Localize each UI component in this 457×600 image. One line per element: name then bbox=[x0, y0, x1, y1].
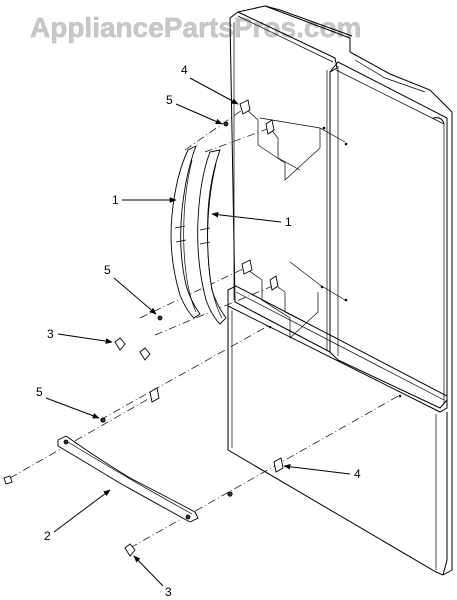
end-cap-bottom bbox=[124, 543, 136, 557]
screw-mid bbox=[157, 315, 163, 321]
end-cap-mid bbox=[114, 337, 151, 361]
callout-1-right: 1 bbox=[211, 211, 292, 229]
screw-top bbox=[223, 121, 229, 127]
callout-label: 2 bbox=[44, 529, 51, 543]
refrigerator-cabinet bbox=[237, 5, 453, 576]
right-french-door bbox=[329, 61, 448, 409]
callout-label: 4 bbox=[354, 467, 361, 481]
callout-label: 3 bbox=[47, 327, 54, 341]
mounting-bracket-low bbox=[149, 387, 160, 403]
door-handle-left bbox=[170, 145, 201, 319]
door-handle-right bbox=[197, 149, 227, 325]
callout-label: 1 bbox=[112, 193, 119, 207]
callout-label: 5 bbox=[166, 93, 173, 107]
mounting-bracket-right bbox=[273, 457, 284, 473]
callout-label: 1 bbox=[285, 215, 292, 229]
end-cap-left bbox=[3, 475, 13, 485]
callout-4-top: 4 bbox=[181, 63, 239, 105]
mounting-bracket-top bbox=[239, 99, 251, 115]
callout-3-mid: 3 bbox=[47, 327, 113, 344]
freezer-drawer bbox=[227, 285, 448, 576]
callout-2-left: 2 bbox=[44, 489, 111, 543]
callout-5-top: 5 bbox=[166, 93, 223, 125]
callout-label: 5 bbox=[36, 385, 43, 399]
callout-5-mid: 5 bbox=[104, 263, 157, 315]
mounting-bracket-mid-2 bbox=[269, 275, 279, 291]
callout-3-bottom: 3 bbox=[133, 555, 172, 599]
callout-1-left: 1 bbox=[112, 193, 177, 207]
callout-label: 3 bbox=[165, 585, 172, 599]
door-mount-points bbox=[268, 126, 402, 398]
left-french-door bbox=[229, 11, 338, 353]
callout-label: 5 bbox=[104, 263, 111, 277]
freezer-drawer-handle bbox=[57, 435, 199, 523]
screw-bottom bbox=[227, 491, 233, 497]
callout-4-right: 4 bbox=[283, 463, 361, 481]
mounting-bracket-top-2 bbox=[265, 119, 275, 135]
mounting-bracket-mid bbox=[241, 259, 253, 275]
callout-label: 4 bbox=[181, 63, 188, 77]
watermark-text: AppliancePartsPros.com bbox=[30, 12, 361, 43]
callout-5-low: 5 bbox=[36, 385, 100, 419]
screw-low bbox=[100, 417, 106, 423]
